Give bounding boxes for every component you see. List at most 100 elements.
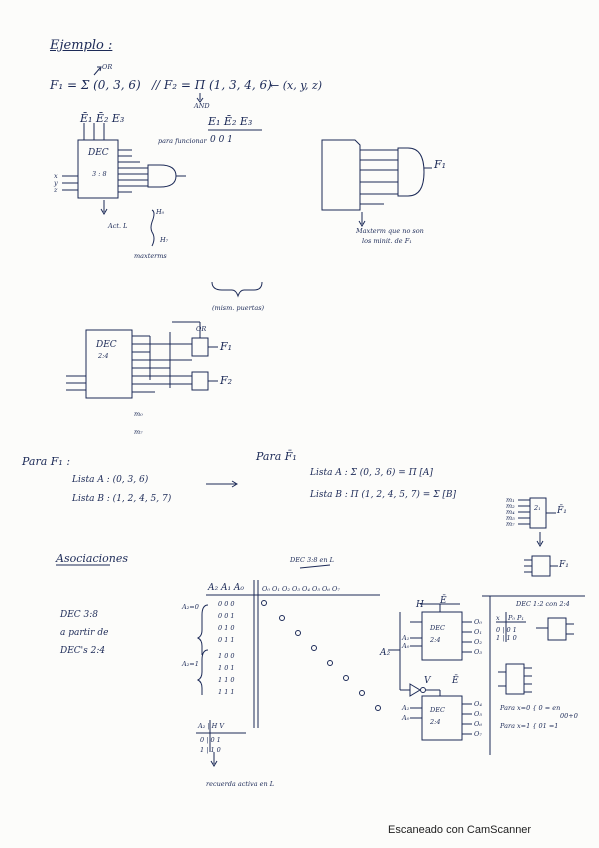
circ-ebar: Ē: [440, 596, 447, 606]
circ-dec-bot: DEC: [430, 706, 445, 714]
formula-vars: ← (x, y, z): [270, 79, 323, 92]
para-f1bar-lista-a: Lista A : Σ (0, 3, 6) = Π [A]: [310, 468, 433, 478]
hv-row1: 1 | 1 0: [200, 746, 221, 754]
dec24-diagram: [66, 321, 218, 399]
circ-o4: O₄: [474, 700, 482, 708]
dec38-size: 3 : 8: [92, 170, 107, 178]
circ-o7: O₇: [474, 730, 482, 738]
circ-a0: A₀: [402, 642, 410, 650]
bits-6: 1 1 0: [218, 676, 235, 684]
circ-ebar2: Ē: [452, 676, 459, 686]
dec12-row1: 1 | 1 0: [496, 634, 517, 642]
table-outs: O₀ O₁ O₂ O₃ O₄ O₅ O₆ O₇: [262, 585, 340, 593]
m0-label: m₀: [134, 410, 143, 418]
bits-5: 1 0 1: [218, 664, 235, 672]
dec38-input-x: x: [54, 172, 58, 180]
para-f1bar-heading: Para F̄₁: [256, 450, 297, 463]
para-f1-lista-b: Lista B : (1, 2, 4, 5, 7): [72, 494, 172, 504]
dec12-para1: Para x=1 { 01 =1: [500, 722, 559, 730]
bits-7: 1 1 1: [218, 688, 235, 696]
h7-label: H₇: [160, 236, 169, 244]
circ-a1b: A₁: [402, 704, 410, 712]
m-label-3: m₄: [506, 508, 515, 516]
f1-right-label: F₁: [434, 158, 447, 171]
dec38-input-y: y: [54, 179, 58, 187]
circ-a1: A₁: [402, 634, 410, 642]
circ-o3: O₃: [474, 648, 482, 656]
formula-f1: F₁ = Σ (0, 3, 6): [50, 78, 141, 92]
h0-label: H₀: [156, 208, 165, 216]
row-a1: A₂=1: [182, 660, 199, 668]
dec12-para0b: 00+0: [560, 712, 578, 720]
cascade-circuit: [388, 603, 472, 741]
asoc-desc-3: DEC's 2:4: [60, 646, 106, 656]
or-label: OR: [102, 63, 113, 71]
bits-0: 0 0 0: [218, 600, 235, 608]
dec-note: DEC 3:8 en L: [290, 556, 334, 564]
para-f1-lista-a: Lista A : (0, 3, 6): [72, 475, 149, 485]
dec24-or-label: OR: [196, 325, 207, 333]
dec12-x: x: [496, 614, 500, 622]
circ-o1: O₁: [474, 628, 482, 636]
bits-1: 0 0 1: [218, 612, 235, 620]
circ-dec-bot-size: 2:4: [430, 718, 441, 726]
dec12-p: P₀ P₁: [508, 614, 525, 622]
enable-table-values: 0 0 1: [210, 135, 233, 145]
m-label-4: m₅: [506, 514, 515, 522]
dec24-f1: F₁: [220, 340, 233, 353]
bits-4: 1 0 0: [218, 652, 235, 660]
circ-a0b: A₀: [402, 714, 410, 722]
brace-note: (mism. puertas): [212, 304, 265, 312]
right-note-line1: Maxterm que no son: [356, 227, 424, 235]
circ-o2: O₂: [474, 638, 482, 646]
para-funcionar-label: para funcionar: [158, 137, 207, 145]
m7-label: m₇: [134, 428, 143, 436]
enable-table-header: E₁ Ē₂ E₃: [208, 115, 253, 128]
dec12-row0: 0 | 0 1: [496, 626, 517, 634]
right-note-line2: los minit. de F₁: [362, 237, 412, 245]
circ-v: V: [424, 676, 431, 686]
circ-o6: O₆: [474, 720, 482, 728]
m-label-1: m₁: [506, 496, 515, 504]
circ-h: H: [416, 600, 424, 610]
dec24-label: DEC: [96, 340, 117, 350]
asoc-desc-1: DEC 3:8: [60, 610, 99, 620]
page-title: Ejemplo :: [50, 38, 113, 53]
brace-icon: [211, 281, 263, 298]
maxterm-label: maxterms: [134, 252, 167, 260]
circ-o5: O₅: [474, 710, 482, 718]
para-f1-heading: Para F₁ :: [22, 455, 71, 468]
camscanner-watermark: Escaneado con CamScanner: [388, 824, 532, 836]
small-out-f1bar: F̄₁: [557, 506, 567, 516]
dec38-diagram: [62, 123, 186, 247]
diagonal-circles: [261, 600, 381, 711]
circ-a2: A₂: [380, 648, 391, 658]
enable-labels: Ē₁ Ē₂ E₃: [80, 112, 125, 125]
dec38-label: DEC: [88, 148, 109, 158]
asoc-desc-2: a partir de: [60, 628, 109, 638]
small-gate-label: 2₁: [534, 504, 541, 512]
bits-2: 0 1 0: [218, 624, 235, 632]
act-l-label: Act. L: [108, 222, 128, 230]
dec12-diagram: [496, 612, 574, 695]
right-and-diagram: [321, 139, 432, 227]
small-right-gate: [518, 497, 558, 577]
asociaciones-title: Asociaciones: [56, 552, 128, 565]
hv-note: recuerda activa en L: [206, 780, 275, 788]
dec38-input-z: z: [54, 186, 58, 194]
bits-3: 0 1 1: [218, 636, 235, 644]
and-label: AND: [194, 102, 210, 110]
hv-row0: 0 | 0 1: [200, 736, 221, 744]
formula-f2: // F₂ = Π (1, 3, 4, 6): [152, 78, 272, 92]
m-label-2: m₂: [506, 502, 515, 510]
m-label-5: m₇: [506, 520, 515, 528]
small-out-f1: F₁: [559, 560, 569, 570]
table-cols: A₂ A₁ A₀: [208, 583, 245, 593]
circ-dec-top: DEC: [430, 624, 445, 632]
circ-dec-top-size: 2:4: [430, 636, 441, 644]
para-f1bar-lista-b: Lista B : Π (1, 2, 4, 5, 7) = Σ [B]: [310, 490, 457, 500]
circ-o0: O₀: [474, 618, 482, 626]
row-a0: A₂=0: [182, 603, 199, 611]
